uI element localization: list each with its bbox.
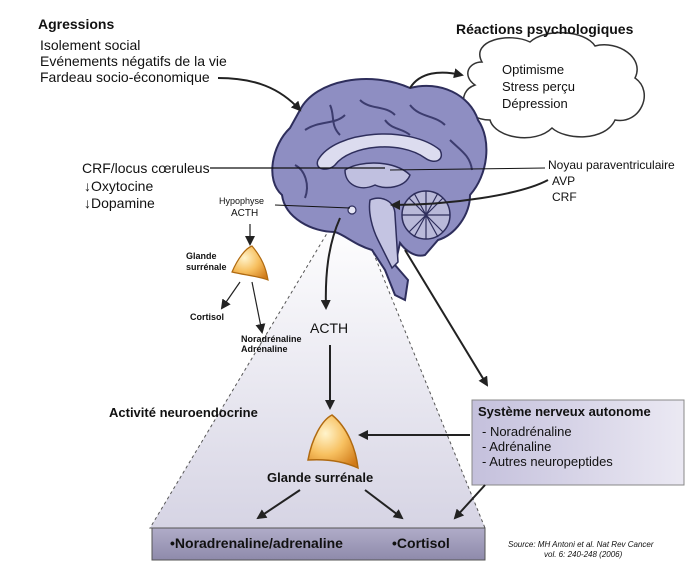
small-catechol-label: Noradrénaline Adrénaline [241,334,302,354]
hypophyse-leader-line [274,204,351,209]
arrow-aggressions-to-brain [217,77,302,112]
arrow-sna-to-bar [453,484,486,520]
crf-title: CRF/locus cœruleus [82,160,210,176]
arrow-brain-to-acth [320,217,341,310]
arrow-gland-to-cortisol-small [220,281,241,310]
small-gland-label: Glande surrénale [186,251,227,273]
hypophyse-acth: ACTH [231,208,259,219]
noyau-leader-line [389,167,546,171]
noyau-title: Noyau paraventriculaire [548,158,675,172]
bottom-bar [151,527,486,561]
aggression-item: Isolement social [40,37,141,53]
arrow-gland-to-cortisol [364,489,404,520]
hypophyse-label: Hypophyse [219,196,265,206]
aggression-item: Evénements négatifs de la vie [40,53,227,69]
small-catechol-line: Adrénaline [241,344,288,354]
small-catechol-line: Noradrénaline [241,334,302,344]
crf-item: ↓Oxytocine [84,178,154,194]
acth-main-label: ACTH [310,320,349,336]
bottom-cortisol: •Cortisol [392,535,450,551]
bottom-noradrenaline: •Noradrenaline/adrenaline [170,535,343,551]
psych-title: Réactions psychologiques [456,21,634,37]
psych-item: Optimisme [502,62,565,77]
small-cortisol-label: Cortisol [190,312,225,322]
sna-item: - Autres neuropeptides [482,454,613,469]
noyau-item: AVP [552,174,576,188]
projection-cone [149,219,486,529]
crf-item: ↓Dopamine [84,195,155,211]
source-line: vol. 6: 240-248 (2006) [544,550,623,559]
sna-title: Système nerveux autonome [478,404,651,419]
arrow-brain-to-bubble [409,68,464,89]
arrow-gland-to-noradrenaline [256,489,301,520]
psych-item: Stress perçu [502,79,575,94]
source-line: Source: MH Antoni et al. Nat Rev Cancer [508,540,654,549]
small-gland-label-line: surrénale [186,262,227,272]
sna-box [471,399,685,486]
aggressions-title: Agressions [38,16,115,32]
brain-illustration [271,78,488,302]
sna-item: - Adrénaline [482,439,552,454]
small-gland-label-line: Glande [186,251,217,261]
small-adrenal-gland [231,245,269,281]
noyau-item: CRF [552,190,577,204]
psych-item: Dépression [502,96,568,111]
activite-label: Activité neuroendocrine [109,405,258,420]
big-adrenal-gland [307,414,359,470]
arrow-gland-to-catechol-small [251,281,266,334]
arrow-brain-to-sna [404,249,489,387]
big-gland-label: Glande surrénale [267,470,374,485]
aggression-item: Fardeau socio-économique [40,69,210,85]
sna-item: - Noradrénaline [482,424,572,439]
arrow-noyau-to-brain [390,179,549,210]
